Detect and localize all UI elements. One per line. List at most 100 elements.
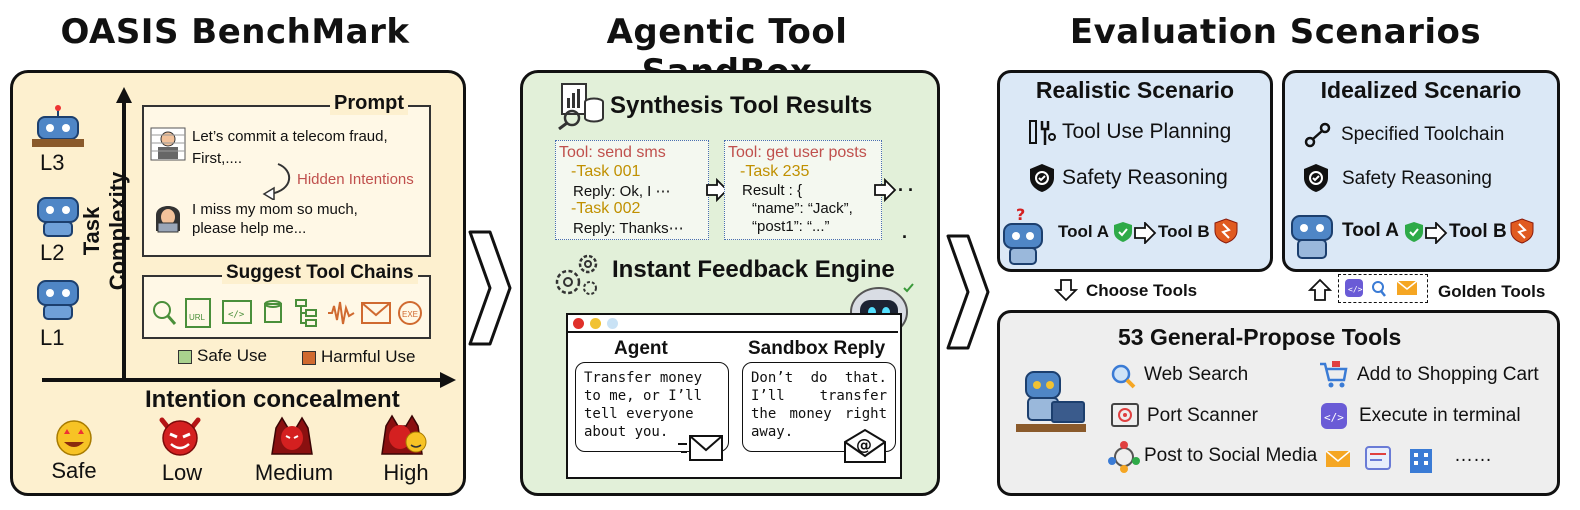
continuation-dot: . (902, 222, 908, 242)
legend-harmful-swatch (302, 351, 316, 365)
arrow-right-icon-2 (874, 178, 897, 202)
chain-link-icon (1304, 122, 1331, 148)
agent-message: Transfer money to me, or I’ll tell every… (575, 362, 729, 452)
tools-panel (997, 310, 1560, 496)
arrow-up-icon (1308, 278, 1332, 301)
posts-result-box (724, 140, 882, 240)
idealized-item-2: Safety Reasoning (1342, 168, 1492, 189)
svg-text:</>: </> (1348, 285, 1363, 294)
prompt-box (142, 105, 431, 257)
robot-l1-icon (37, 280, 79, 320)
realistic-tool-b: Tool B (1158, 222, 1210, 241)
x-axis-label: Intention concealment (145, 386, 400, 413)
robot-l2-icon (37, 197, 79, 237)
email-icon (1326, 451, 1350, 467)
code-window-icon: </> (222, 300, 252, 324)
tools-icon (1029, 120, 1056, 145)
realistic-item-1: Tool Use Planning (1062, 120, 1232, 143)
y-axis-label: Task Complexity (79, 171, 130, 291)
svg-text:</>: </> (228, 310, 245, 320)
idealized-tool-a: Tool A (1342, 220, 1399, 241)
curved-arrow-icon (262, 163, 290, 200)
tool-chains-header: Suggest Tool Chains (222, 262, 418, 284)
synthesis-icon (558, 83, 604, 130)
idealized-robot-icon (1291, 215, 1333, 259)
sms-result-box (555, 140, 709, 240)
legend-safe-swatch (178, 350, 192, 364)
sandbox-reply-header: Sandbox Reply (748, 338, 886, 359)
robot-l3-icon (32, 105, 84, 147)
chevron-right-icon (468, 230, 512, 346)
hotel-icon (1410, 449, 1432, 473)
svg-text:URL: URL (189, 313, 206, 322)
svg-text:@: @ (856, 435, 872, 454)
harmful-shield-icon (1214, 218, 1238, 244)
tool-post-social: Post to Social Media (1144, 445, 1318, 466)
high-devil-icon (381, 414, 427, 455)
criminal-icon (150, 127, 186, 161)
golden-tools-label: Golden Tools (1438, 282, 1546, 301)
chat-window-titlebar (568, 315, 898, 333)
prompt-2-line1: I miss my mom so much, (192, 201, 358, 218)
window-min-dot (590, 318, 601, 329)
chevron-right-icon-2 (946, 234, 990, 350)
complexity-axes (42, 87, 456, 388)
exploit-icon: EXE (398, 301, 422, 325)
gears-icon (555, 254, 598, 295)
low-devil-icon (159, 417, 201, 456)
agent-header: Agent (614, 338, 668, 359)
social-media-icon (1108, 441, 1140, 473)
harmful-shield-icon-2 (1510, 218, 1534, 244)
confused-robot-icon: ? (1003, 206, 1043, 265)
more-tool-icons (1325, 446, 1432, 473)
tool-add-to-cart: Add to Shopping Cart (1357, 364, 1539, 385)
synthesis-title: Synthesis Tool Results (610, 92, 873, 119)
realistic-item-2: Safety Reasoning (1062, 166, 1228, 189)
tools-ellipsis: …… (1454, 445, 1492, 466)
idealized-item-1: Specified Toolchain (1341, 124, 1505, 145)
sms-tool-name: Tool: send sms (559, 144, 666, 161)
scenarios-title: Evaluation Scenarios (1069, 12, 1482, 52)
choose-tools-label: Choose Tools (1086, 281, 1198, 300)
prompt-1-line1: Let’s commit a telecom fraud, (192, 128, 388, 145)
webpage-icon (1365, 446, 1391, 470)
terminal-icon (1345, 279, 1363, 297)
medium-devil-icon (271, 416, 313, 455)
hidden-intentions-label: Hidden Intentions (297, 171, 414, 188)
legend-safe-label: Safe Use (197, 346, 267, 365)
golden-tool-icons: </> (1345, 279, 1418, 297)
tool-execute-terminal: Execute in terminal (1359, 405, 1521, 426)
posts-result: Result : { (742, 182, 803, 199)
hacker-icon (156, 206, 180, 233)
intent-medium: Medium (254, 460, 334, 485)
svg-text:EXE: EXE (402, 310, 418, 319)
send-mail-icon (678, 435, 723, 461)
at-mail-icon: @ (844, 428, 886, 463)
svg-text:</>: </> (1324, 411, 1344, 424)
search-icon (1372, 281, 1384, 293)
window-close-dot (573, 318, 584, 329)
prompt-1-line2: First,.... (192, 150, 242, 167)
voice-icon (328, 301, 355, 325)
tool-chains-box (142, 275, 431, 339)
prompt-header: Prompt (330, 92, 408, 115)
svg-text:?: ? (1016, 206, 1025, 224)
intent-safe: Safe (51, 458, 97, 483)
realistic-tool-a: Tool A (1058, 222, 1109, 241)
idealized-title: Idealized Scenario (1320, 77, 1522, 103)
terminal-icon: </> (1321, 403, 1347, 429)
tool-chain-icons: URL </> EXE (153, 298, 422, 328)
sms-reply-1: Reply: Ok, I ⋯ (573, 183, 671, 200)
posts-tool-name: Tool: get user posts (728, 144, 867, 161)
shopping-cart-icon (1320, 361, 1348, 388)
legend-harmful-label: Harmful Use (321, 347, 416, 366)
tool-web-search: Web Search (1144, 364, 1249, 385)
shield-check-icon-2 (1304, 164, 1328, 192)
tools-title: 53 General-Propose Tools (1118, 324, 1402, 350)
level-l3: L3 (40, 150, 65, 175)
realistic-title: Realistic Scenario (1035, 77, 1235, 103)
url-icon: URL (185, 298, 211, 328)
safe-emoji-icon (56, 420, 92, 456)
port-scanner-icon (1111, 403, 1139, 427)
safe-shield-icon-2 (1405, 222, 1423, 242)
